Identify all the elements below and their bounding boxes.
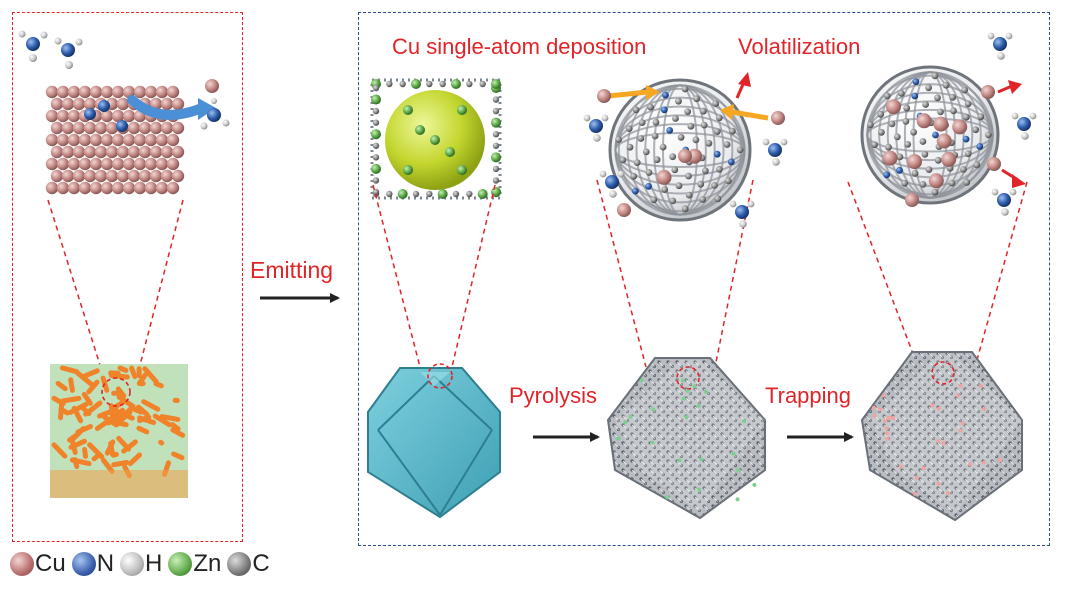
copper-trapped-carbon-polyhedron: [860, 351, 1023, 522]
legend-item-h: H: [120, 552, 162, 576]
copper-foam-block: [50, 364, 188, 498]
legend-item-n: N: [71, 550, 115, 577]
zif-polyhedron: [367, 363, 501, 519]
ammonia-molecule: [18, 30, 48, 62]
legend-item-cu: Cu: [10, 552, 66, 576]
copper-ammonia-complex: [200, 79, 230, 130]
legend-item-c: C: [227, 550, 270, 577]
legend-label: Cu: [35, 550, 66, 577]
legend-label: H: [145, 550, 163, 577]
legend-swatch: [71, 552, 96, 576]
legend-swatch: [168, 552, 193, 576]
legend-swatch: [10, 552, 34, 576]
right-panel-process: [358, 12, 1050, 546]
legend-label: N: [96, 550, 115, 577]
emission-arrow: [127, 95, 207, 120]
legend-item-zn: Zn: [168, 552, 221, 576]
label-pyrolysis: Pyrolysis: [509, 383, 598, 408]
atom-legend: Cu N H Zn C: [10, 551, 276, 577]
label-trapping: Trapping: [765, 383, 852, 408]
legend-swatch: [227, 552, 252, 576]
legend-label: C: [252, 550, 270, 577]
carbon-cage-trapping: [860, 65, 1000, 205]
volatilization-arrows: [735, 72, 1026, 188]
left-panel-copper-source: [12, 12, 243, 542]
copper-slab: [45, 85, 185, 195]
label-emitting: Emitting: [250, 257, 334, 283]
label-cu-deposition: Cu single-atom deposition: [392, 34, 647, 59]
deposition-arrows: [607, 85, 769, 121]
carbon-cage-deposition: [608, 78, 752, 222]
legend-swatch: [120, 552, 145, 576]
zif-cage-zoom: [370, 78, 502, 200]
label-volatilization: Volatilization: [738, 34, 861, 59]
legend-label: Zn: [193, 550, 222, 577]
nitrogen-doped-carbon-polyhedron: [606, 357, 766, 520]
ammonia-molecule: [54, 37, 83, 69]
